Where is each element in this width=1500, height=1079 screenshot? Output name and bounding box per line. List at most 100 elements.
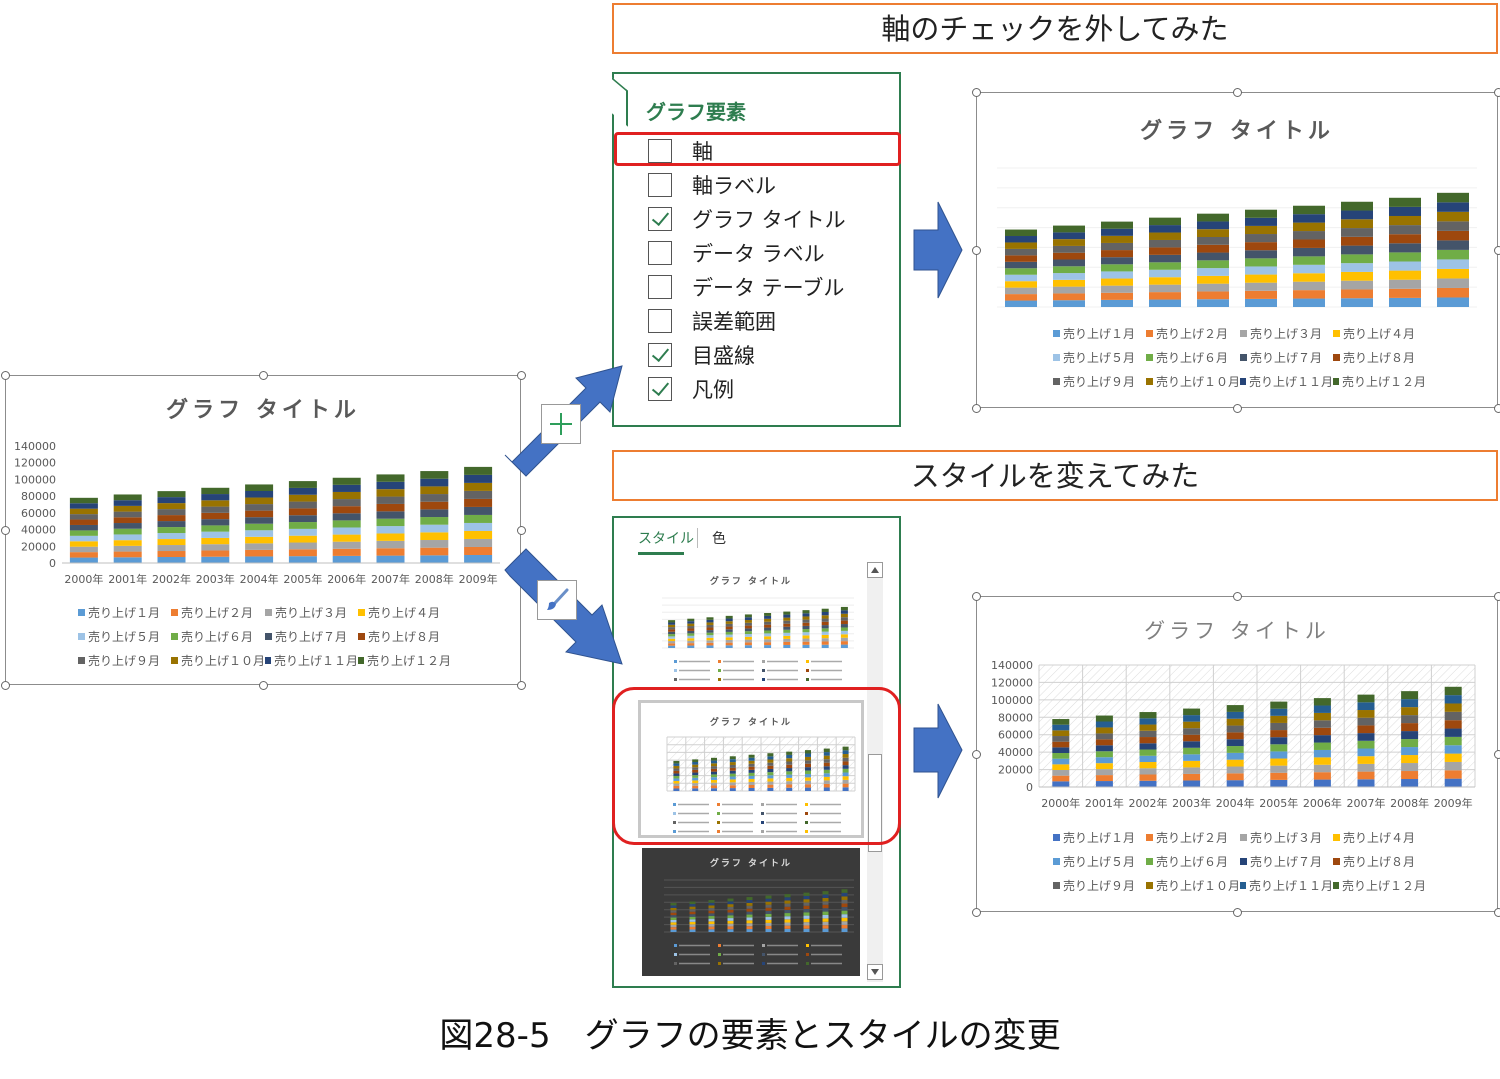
- resize-handle[interactable]: [972, 404, 981, 413]
- bar-segment: [1341, 254, 1373, 264]
- chart-element-option[interactable]: 軸: [648, 134, 713, 168]
- legend-entry[interactable]: 売り上げ９月: [1053, 373, 1146, 390]
- resize-handle[interactable]: [1233, 908, 1242, 917]
- chart-title[interactable]: グラフ タイトル: [1140, 119, 1334, 144]
- legend-entry[interactable]: 売り上げ１月: [1053, 829, 1146, 846]
- legend-entry[interactable]: 売り上げ３月: [1240, 325, 1333, 342]
- resize-handle[interactable]: [517, 371, 526, 380]
- resize-handle[interactable]: [1233, 88, 1242, 97]
- checkbox[interactable]: [648, 207, 672, 231]
- chart-legend[interactable]: 売り上げ１月売り上げ２月売り上げ３月売り上げ４月売り上げ５月売り上げ６月売り上げ…: [1053, 825, 1426, 897]
- legend-entry[interactable]: 売り上げ６月: [1146, 853, 1240, 870]
- legend-entry[interactable]: 売り上げ１１月: [1240, 373, 1333, 390]
- legend-entry[interactable]: 売り上げ２月: [1146, 325, 1240, 342]
- tab-style[interactable]: スタイル: [638, 531, 694, 547]
- chart-element-option[interactable]: 軸ラベル: [648, 168, 776, 202]
- legend-entry[interactable]: 売り上げ９月: [78, 652, 171, 669]
- legend-entry[interactable]: 売り上げ１１月: [1240, 877, 1333, 894]
- chart-title[interactable]: グラフ タイトル: [166, 398, 360, 423]
- chart-element-option[interactable]: グラフ タイトル: [648, 202, 846, 236]
- resize-handle[interactable]: [259, 371, 268, 380]
- bar-segment: [1095, 721, 1113, 728]
- resize-handle[interactable]: [1, 681, 10, 690]
- resize-handle[interactable]: [1494, 246, 1500, 255]
- checkbox[interactable]: [648, 139, 672, 163]
- tab-color[interactable]: 色: [712, 531, 726, 547]
- legend-entry[interactable]: 売り上げ１０月: [1146, 877, 1240, 894]
- checkbox[interactable]: [648, 377, 672, 401]
- legend-entry[interactable]: 売り上げ８月: [1333, 349, 1426, 366]
- resize-handle[interactable]: [1494, 908, 1500, 917]
- legend-entry[interactable]: 売り上げ５月: [1053, 853, 1146, 870]
- legend-entry[interactable]: 売り上げ８月: [358, 628, 451, 645]
- legend-entry[interactable]: 売り上げ４月: [1333, 325, 1426, 342]
- resize-handle[interactable]: [1233, 592, 1242, 601]
- legend-entry[interactable]: 売り上げ１２月: [358, 652, 451, 669]
- legend-entry[interactable]: 売り上げ３月: [265, 604, 358, 621]
- legend-entry[interactable]: 売り上げ１２月: [1333, 877, 1426, 894]
- chart-element-option[interactable]: 凡例: [648, 372, 734, 406]
- legend-entry[interactable]: 売り上げ３月: [1240, 829, 1333, 846]
- legend-entry[interactable]: 売り上げ２月: [171, 604, 265, 621]
- checkbox[interactable]: [648, 275, 672, 299]
- resize-handle[interactable]: [972, 592, 981, 601]
- legend-entry[interactable]: 売り上げ９月: [1053, 877, 1146, 894]
- resize-handle[interactable]: [259, 681, 268, 690]
- chart-legend[interactable]: 売り上げ１月売り上げ２月売り上げ３月売り上げ４月売り上げ５月売り上げ６月売り上げ…: [1053, 321, 1426, 393]
- chart-element-option[interactable]: 誤差範囲: [648, 304, 776, 338]
- chart-element-option[interactable]: データ テーブル: [648, 270, 844, 304]
- resize-handle[interactable]: [972, 908, 981, 917]
- legend-entry[interactable]: 売り上げ７月: [265, 628, 358, 645]
- legend-entry[interactable]: 売り上げ７月: [1240, 349, 1333, 366]
- legend-entry[interactable]: 売り上げ１月: [78, 604, 171, 621]
- chart-title[interactable]: グラフ タイトル: [1144, 619, 1330, 643]
- legend-entry[interactable]: 売り上げ４月: [358, 604, 451, 621]
- style-thumb-2[interactable]: グラフ タイトル: [638, 700, 864, 838]
- resize-handle[interactable]: [517, 681, 526, 690]
- chart-elements-button[interactable]: [541, 404, 581, 444]
- legend-entry[interactable]: 売り上げ１１月: [265, 652, 358, 669]
- legend-entry[interactable]: 売り上げ１０月: [1146, 373, 1240, 390]
- style-thumb-1[interactable]: グラフ タイトル: [642, 566, 860, 686]
- legend-entry[interactable]: 売り上げ６月: [171, 628, 265, 645]
- scroll-up-button[interactable]: [867, 562, 883, 578]
- resize-handle[interactable]: [1233, 404, 1242, 413]
- chart-element-option[interactable]: 目盛線: [648, 338, 755, 372]
- legend-label: 売り上げ６月: [1156, 854, 1229, 869]
- resize-handle[interactable]: [1494, 404, 1500, 413]
- resize-handle[interactable]: [1494, 88, 1500, 97]
- resize-handle[interactable]: [1494, 750, 1500, 759]
- resize-handle[interactable]: [1, 371, 10, 380]
- resize-handle[interactable]: [972, 88, 981, 97]
- checkbox[interactable]: [648, 241, 672, 265]
- legend-entry[interactable]: 売り上げ５月: [78, 628, 171, 645]
- legend-entry[interactable]: 売り上げ５月: [1053, 349, 1146, 366]
- legend-entry[interactable]: 売り上げ２月: [1146, 829, 1240, 846]
- legend-entry[interactable]: 売り上げ１月: [1053, 325, 1146, 342]
- resize-handle[interactable]: [517, 526, 526, 535]
- checkbox[interactable]: [648, 173, 672, 197]
- legend-entry[interactable]: 売り上げ１０月: [171, 652, 265, 669]
- checkbox[interactable]: [648, 343, 672, 367]
- resize-handle[interactable]: [1, 526, 10, 535]
- legend-entry[interactable]: 売り上げ４月: [1333, 829, 1426, 846]
- chart-legend[interactable]: 売り上げ１月売り上げ２月売り上げ３月売り上げ４月売り上げ５月売り上げ６月売り上げ…: [78, 600, 451, 672]
- legend-entry[interactable]: 売り上げ８月: [1333, 853, 1426, 870]
- chart-axis-removed[interactable]: グラフ タイトル 売り上げ１月売り上げ２月売り上げ３月売り上げ４月売り上げ５月売…: [972, 88, 1500, 413]
- legend-entry[interactable]: 売り上げ６月: [1146, 349, 1240, 366]
- bar-segment: [841, 910, 848, 915]
- thumb-legend-swatch: [761, 821, 764, 824]
- legend-entry[interactable]: 売り上げ７月: [1240, 853, 1333, 870]
- resize-handle[interactable]: [1494, 592, 1500, 601]
- checkbox[interactable]: [648, 309, 672, 333]
- legend-entry[interactable]: 売り上げ１２月: [1333, 373, 1426, 390]
- resize-handle[interactable]: [972, 750, 981, 759]
- scrollbar-thumb[interactable]: [868, 754, 882, 852]
- chart-styles-button[interactable]: [537, 580, 577, 620]
- scroll-down-button[interactable]: [867, 964, 883, 980]
- style-thumb-3[interactable]: グラフ タイトル: [642, 848, 860, 976]
- chart-element-option[interactable]: データ ラベル: [648, 236, 825, 270]
- resize-handle[interactable]: [972, 246, 981, 255]
